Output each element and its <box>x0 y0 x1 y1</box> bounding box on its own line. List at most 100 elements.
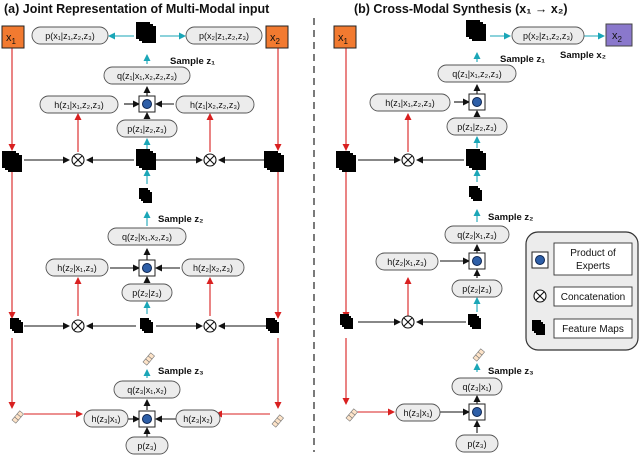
left-pill-h-z3-x1: h(z₃|x₁) <box>83 409 129 428</box>
legend: Product of Experts Concatenation Feature… <box>525 231 639 351</box>
right-feature-map-sample-z2 <box>469 186 482 201</box>
left-panel-title: (a) Joint Representation of Multi-Modal … <box>4 2 270 16</box>
legend-concat-icon <box>533 289 547 303</box>
right-feature-map-sample-z3 <box>472 348 485 362</box>
left-arrows <box>8 32 282 437</box>
left-concat-icon-1 <box>71 153 85 167</box>
left-feature-map-center-row1 <box>136 149 156 170</box>
svg-text:h(z₁|x₁,z₂,z₃): h(z₁|x₁,z₂,z₃) <box>385 98 435 108</box>
left-feature-map-top <box>136 22 156 43</box>
left-pill-p-z2: p(z₂|z₃) <box>121 283 173 302</box>
right-x1-box: x1 <box>333 25 357 49</box>
left-feature-map-sample-z2 <box>139 188 152 203</box>
left-feature-map-x1-row1 <box>2 151 22 172</box>
right-pill-p-x2: p(x₂|z₁,z₂,z₃) <box>511 26 585 45</box>
right-arrows <box>342 32 605 433</box>
left-pill-h-z2-x2: h(z₂|x₂,z₃) <box>181 258 245 277</box>
svg-text:h(z₃|x₁): h(z₃|x₁) <box>403 408 432 418</box>
svg-text:h(z₃|x₂): h(z₃|x₂) <box>183 414 213 424</box>
svg-text:x1: x1 <box>338 32 349 46</box>
left-feature-map-x2-row2 <box>266 318 279 333</box>
right-feature-map-x1-row1 <box>336 151 356 172</box>
left-concat-icon-3 <box>71 319 85 333</box>
right-poe-icon-z2 <box>468 252 486 270</box>
svg-text:p(x₁|z₁,z₂,z₃): p(x₁|z₁,z₂,z₃) <box>45 31 95 41</box>
svg-text:q(z₂|x₁,x₂,z₃): q(z₂|x₁,x₂,z₃) <box>122 232 172 242</box>
right-feature-map-center-row1 <box>466 149 486 170</box>
right-poe-icon-z3 <box>468 403 486 421</box>
svg-text:p(x₂|z₁,z₂,z₃): p(x₂|z₁,z₂,z₃) <box>199 31 249 41</box>
right-concat-icon-2 <box>401 315 415 329</box>
legend-poe-icon <box>531 251 549 269</box>
svg-text:x1: x1 <box>6 32 17 46</box>
left-pill-q-z3: q(z₃|x₁,x₂) <box>113 380 181 399</box>
right-feature-map-center-row2 <box>468 314 481 329</box>
right-poe-icon-z1 <box>468 93 486 111</box>
svg-text:x2: x2 <box>612 30 623 44</box>
right-pill-p-z2: p(z₂|z₃) <box>451 279 503 298</box>
right-panel-title: (b) Cross-Modal Synthesis (x₁ → x₂) <box>354 2 568 16</box>
left-pill-p-x1: p(x₁|z₁,z₂,z₃) <box>31 26 109 45</box>
right-pill-h-z1: h(z₁|x₁,z₂,z₃) <box>369 93 451 112</box>
svg-text:h(z₂|x₂,z₃): h(z₂|x₂,z₃) <box>193 263 233 273</box>
left-x1-box: x1 <box>1 25 25 49</box>
svg-text:q(z₂|x₁,z₃): q(z₂|x₁,z₃) <box>457 230 497 240</box>
svg-text:h(z₂|x₁,z₃): h(z₂|x₁,z₃) <box>387 257 427 267</box>
right-pill-h-z3: h(z₃|x₁) <box>395 403 441 422</box>
legend-feature-label: Feature Maps <box>562 324 624 335</box>
legend-poe-label-line2: Experts <box>576 261 610 272</box>
right-sample-z2-label: Sample z₂ <box>488 212 533 223</box>
svg-text:p(z₂|z₃): p(z₂|z₃) <box>462 284 492 294</box>
left-feature-map-x2-row1 <box>264 151 284 172</box>
left-x2-box: x2 <box>265 25 289 49</box>
left-pill-q-z2: q(z₂|x₁,x₂,z₃) <box>107 227 187 246</box>
svg-text:x2: x2 <box>270 32 281 46</box>
left-sample-z2-label: Sample z₂ <box>158 214 203 225</box>
right-sample-z1-label: Sample z₁ <box>500 54 545 65</box>
left-pill-h-z1-x2: h(z₁|x₂,z₂,z₃) <box>175 95 255 114</box>
left-feature-map-center-row2 <box>140 318 153 333</box>
left-poe-icon-z2 <box>138 259 156 277</box>
right-concat-icon-1 <box>401 153 415 167</box>
svg-text:p(x₂|z₁,z₂,z₃): p(x₂|z₁,z₂,z₃) <box>523 31 573 41</box>
right-sample-z3-label: Sample z₃ <box>488 366 534 377</box>
left-concat-icon-4 <box>203 319 217 333</box>
left-feature-map-x2-row3 <box>271 414 284 428</box>
left-pill-h-z2-x1: h(z₂|x₁,z₃) <box>45 258 109 277</box>
left-sample-z1-label: Sample z₁ <box>170 56 215 67</box>
right-feature-map-top <box>466 20 486 41</box>
right-pill-q-z2: q(z₂|x₁,z₃) <box>444 225 510 244</box>
left-poe-icon-z1 <box>138 95 156 113</box>
right-feature-map-x1-row3 <box>345 408 358 422</box>
svg-text:h(z₁|x₁,z₂,z₃): h(z₁|x₁,z₂,z₃) <box>54 100 104 110</box>
left-concat-icon-2 <box>203 153 217 167</box>
right-x2-output-box: x2 <box>605 23 633 47</box>
right-pill-q-z3: q(z₃|x₁) <box>451 377 503 396</box>
left-pill-p-z1: p(z₁|z₂,z₃) <box>116 119 178 138</box>
svg-text:p(z₁|z₂,z₃): p(z₁|z₂,z₃) <box>457 122 497 132</box>
left-pill-p-x2: p(x₂|z₁,z₂,z₃) <box>185 26 263 45</box>
right-sample-x2-label: Sample x₂ <box>560 50 606 61</box>
legend-concat-label: Concatenation <box>561 292 626 303</box>
right-pill-q-z1: q(z₁|x₁,z₂,z₃) <box>437 64 517 83</box>
left-feature-map-x1-row2 <box>10 318 23 333</box>
right-pill-p-z3: p(z₃) <box>455 434 499 453</box>
left-pill-h-z3-x2: h(z₃|x₂) <box>175 409 221 428</box>
svg-text:h(z₃|x₁): h(z₃|x₁) <box>91 414 120 424</box>
svg-text:h(z₂|x₁,z₃): h(z₂|x₁,z₃) <box>57 263 97 273</box>
left-feature-map-x1-row3 <box>11 410 24 424</box>
svg-text:q(z₃|x₁,x₂): q(z₃|x₁,x₂) <box>127 385 167 395</box>
left-pill-q-z1: q(z₁|x₁,x₂,z₂,z₃) <box>103 66 191 85</box>
left-pill-p-z3: p(z₃) <box>125 436 169 455</box>
svg-text:q(z₃|x₁): q(z₃|x₁) <box>462 382 491 392</box>
left-poe-icon-z3 <box>138 410 156 428</box>
right-feature-map-x1-row2 <box>340 314 353 329</box>
svg-text:p(z₃): p(z₃) <box>137 441 156 451</box>
svg-text:h(z₁|x₂,z₂,z₃): h(z₁|x₂,z₂,z₃) <box>190 100 240 110</box>
left-pill-h-z1-x1: h(z₁|x₁,z₂,z₃) <box>39 95 119 114</box>
svg-text:q(z₁|x₁,x₂,z₂,z₃): q(z₁|x₁,x₂,z₂,z₃) <box>117 71 177 81</box>
svg-text:p(z₁|z₂,z₃): p(z₁|z₂,z₃) <box>127 124 167 134</box>
right-pill-p-z1: p(z₁|z₂,z₃) <box>446 117 508 136</box>
